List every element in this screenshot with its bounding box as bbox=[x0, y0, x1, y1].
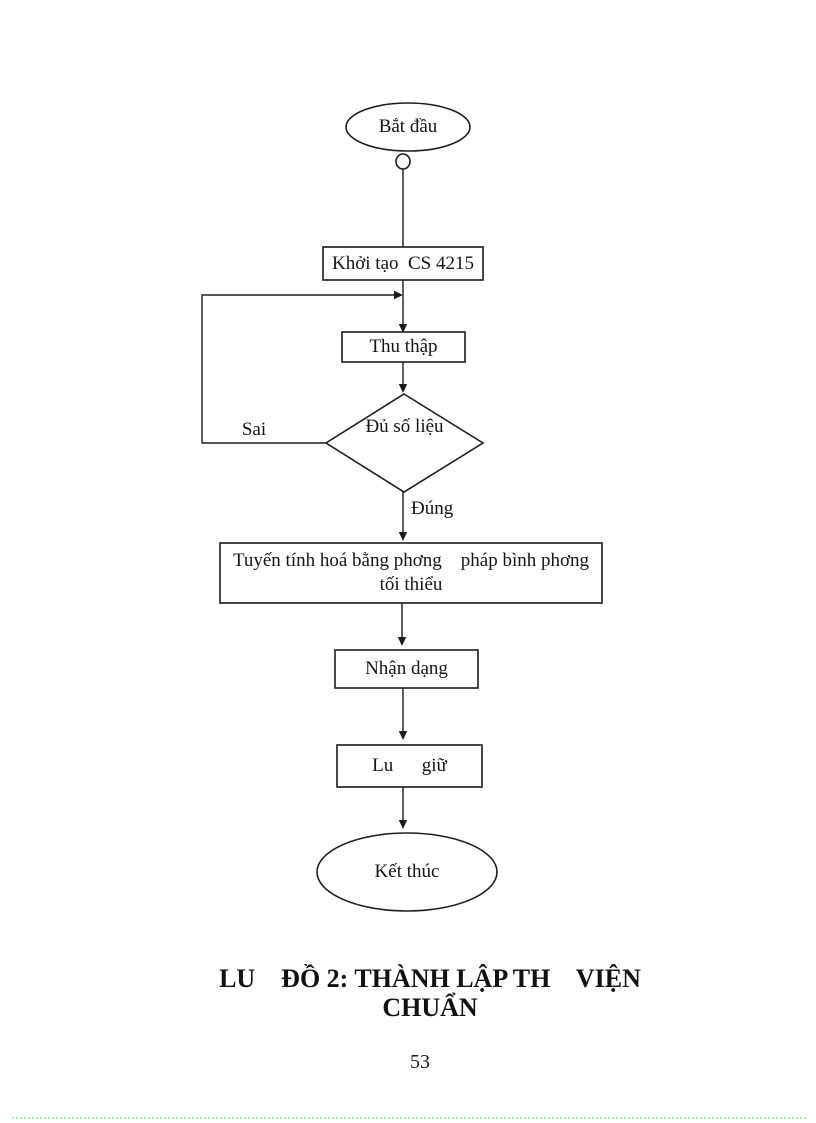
page-break-marker bbox=[12, 1117, 806, 1119]
linearize-label-line1: Tuyến tính hoá bằng phơng pháp bình phơn… bbox=[232, 550, 590, 571]
arrowhead-into-end bbox=[398, 820, 408, 829]
identify-box bbox=[334, 649, 479, 689]
connector-circle bbox=[395, 153, 411, 170]
start-ellipse bbox=[345, 102, 471, 152]
branch-true-label: Đúng bbox=[411, 498, 454, 520]
start-label: Bắt đầu bbox=[378, 116, 438, 138]
arrowhead-into-store bbox=[398, 731, 408, 740]
collect-label: Thu thập bbox=[369, 336, 438, 358]
linearize-box bbox=[219, 542, 603, 604]
arrowhead-into-collect bbox=[398, 324, 408, 333]
decision-label: Đủ số liệu bbox=[365, 416, 444, 438]
figure-caption-line2: CHUẨN bbox=[382, 993, 478, 1021]
figure-caption-line1: LU ĐỒ 2: THÀNH LẬP TH VIỆN bbox=[219, 964, 641, 993]
arrowhead-loop-junction bbox=[394, 290, 403, 300]
linearize-label: Tuyến tính hoá bằng phơng pháp bình phơn… bbox=[222, 546, 600, 600]
store-label: Lu giữ bbox=[372, 755, 447, 777]
end-ellipse bbox=[316, 832, 498, 912]
figure-caption: LU ĐỒ 2: THÀNH LẬP TH VIỆN CHUẨN bbox=[130, 964, 730, 1021]
arrowhead-into-linearize bbox=[398, 532, 408, 541]
arrowhead-into-identify bbox=[397, 637, 407, 646]
init-label: Khởi tạo CS 4215 bbox=[332, 252, 474, 274]
linearize-label-line2: tối thiểu bbox=[379, 574, 443, 595]
end-label: Kết thúc bbox=[374, 861, 440, 883]
collect-box bbox=[341, 331, 466, 363]
page-number: 53 bbox=[410, 1051, 430, 1073]
arrowhead-into-decision bbox=[398, 384, 408, 393]
decision-diamond bbox=[324, 393, 485, 493]
store-box bbox=[336, 744, 483, 788]
identify-label: Nhận dạng bbox=[365, 658, 448, 680]
branch-false-label: Sai bbox=[241, 419, 267, 441]
edge-loop-sai bbox=[201, 294, 394, 444]
